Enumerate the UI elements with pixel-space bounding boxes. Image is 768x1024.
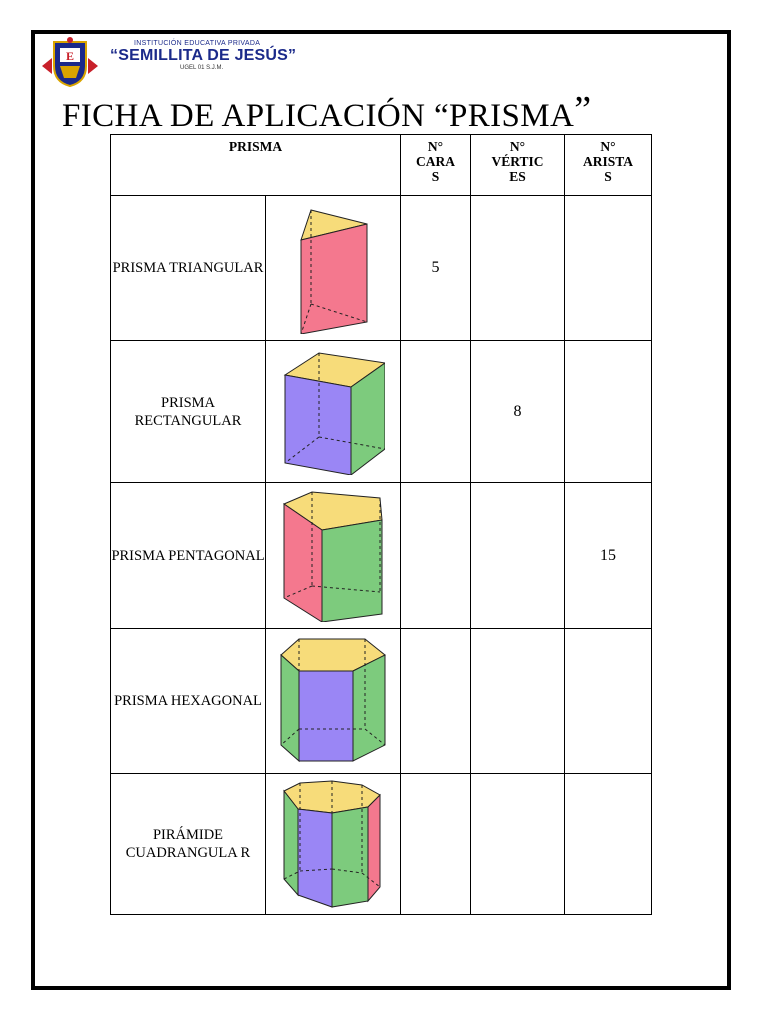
- page-border: [31, 30, 731, 990]
- vertices-cell[interactable]: [470, 195, 565, 341]
- prism-name-text: PRISMA HEXAGONAL: [114, 693, 262, 709]
- vertices-cell[interactable]: [470, 628, 565, 774]
- vertices-cell[interactable]: 8: [470, 340, 565, 483]
- header-prisma: PRISMA: [110, 134, 401, 196]
- prism-name-text: PRISMA TRIANGULAR: [112, 260, 264, 276]
- aristas-cell[interactable]: 15: [564, 482, 652, 629]
- triangular-prism-icon: [265, 195, 401, 341]
- school-header: INSTITUCIÓN EDUCATIVA PRIVADA “SEMILLITA…: [110, 40, 310, 71]
- table-row: PRISMA PENTAGONAL 15: [110, 482, 652, 629]
- page-title: FICHA DE APLICACIÓN “PRISMA”: [62, 89, 592, 136]
- page-title-text: FICHA DE APLICACIÓN “PRISMA: [62, 98, 575, 134]
- prism-name: PRISMA TRIANGULAR: [110, 195, 266, 341]
- prism-name-text: PRISMA PENTAGONAL: [111, 547, 265, 564]
- table-row: PRISMA RECTANGULAR 8: [110, 340, 652, 483]
- prism-name-text: PRISMA RECTANGULAR: [134, 394, 242, 429]
- school-ugel: UGEL 01 S.J.M.: [180, 65, 224, 71]
- pentagonal-prism-icon: [265, 482, 401, 629]
- table-row: PIRÁMIDE CUADRANGULA R: [110, 773, 652, 915]
- table-row: PRISMA HEXAGONAL: [110, 628, 652, 774]
- aristas-cell[interactable]: [564, 195, 652, 341]
- caras-cell[interactable]: [400, 628, 471, 774]
- aristas-cell[interactable]: [564, 773, 652, 915]
- octagonal-prism-icon: [265, 773, 401, 915]
- caras-cell[interactable]: [400, 482, 471, 629]
- table-row: PRISMA TRIANGULAR 5: [110, 195, 652, 341]
- prism-name-text: PIRÁMIDE CUADRANGULA R: [125, 827, 251, 861]
- vertices-cell[interactable]: [470, 773, 565, 915]
- school-logo-icon: E: [38, 36, 102, 88]
- aristas-cell[interactable]: [564, 628, 652, 774]
- prism-name: PRISMA PENTAGONAL: [110, 482, 266, 629]
- caras-cell[interactable]: 5: [400, 195, 471, 341]
- caras-cell[interactable]: [400, 773, 471, 915]
- caras-cell[interactable]: [400, 340, 471, 483]
- prism-name: PRISMA HEXAGONAL: [110, 628, 266, 774]
- school-name: “SEMILLITA DE JESÚS”: [110, 47, 297, 64]
- page-title-quote: ”: [574, 89, 592, 131]
- rectangular-prism-icon: [265, 340, 401, 483]
- vertices-cell[interactable]: [470, 482, 565, 629]
- aristas-cell[interactable]: [564, 340, 652, 483]
- hexagonal-prism-icon: [265, 628, 401, 774]
- prism-name: PIRÁMIDE CUADRANGULA R: [110, 773, 266, 915]
- school-type: INSTITUCIÓN EDUCATIVA PRIVADA: [134, 40, 261, 47]
- prism-name: PRISMA RECTANGULAR: [110, 340, 266, 483]
- svg-text:E: E: [66, 49, 74, 63]
